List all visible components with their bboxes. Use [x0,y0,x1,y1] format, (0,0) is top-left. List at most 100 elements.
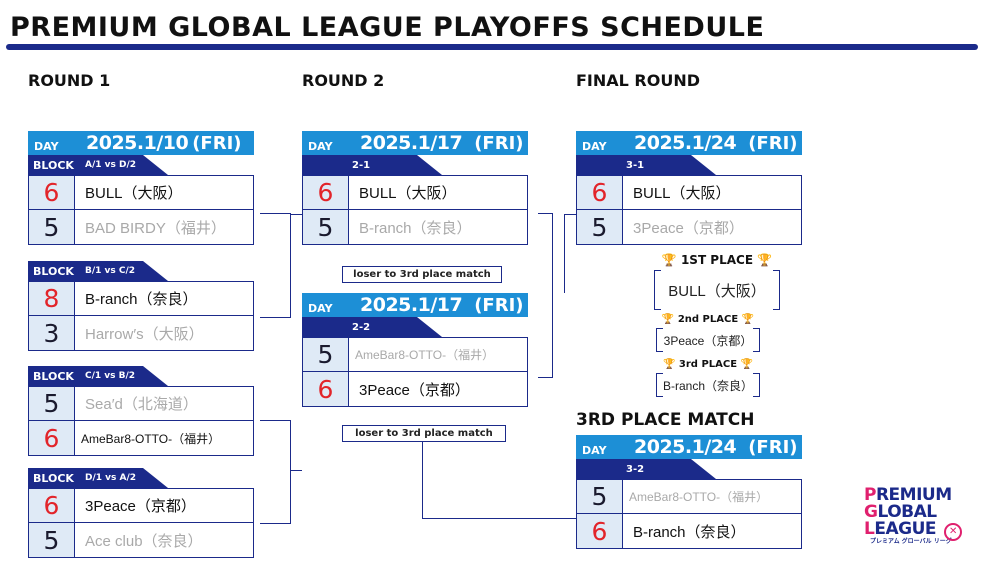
bracket-line [290,420,291,524]
block-label: BLOCK [33,158,74,172]
day-label: DAY [582,443,607,457]
team-score: 8 [29,282,75,315]
first-place-title: 🏆 1ST PLACE 🏆 [661,253,773,267]
team-name: AmeBar8-OTTO-（福井） [81,431,221,446]
match-number: 2-1 [352,159,371,171]
block-matchup: D/1 vs A/2 [85,473,137,483]
block-label: BLOCK [33,369,74,383]
match-weekday: (FRI) [748,132,798,154]
dartboard-icon: ✕ [944,523,962,541]
match-tab: 2-2 [302,317,442,337]
match-date: 2025.1/17 [360,132,463,154]
block-label: BLOCK [33,471,74,485]
team-score: 6 [29,176,75,209]
bracket-line [538,377,552,378]
team-name: BAD BIRDY（福井） [85,219,226,237]
team-score: 6 [303,176,349,209]
loser-to-third-note: loser to 3rd place match [342,425,506,442]
bracket-line [552,213,553,378]
team-score: 5 [29,210,75,244]
block-matchup: C/1 vs B/2 [85,371,136,381]
match-tab: 2-1 [302,155,442,175]
team-name: 3Peace（京都） [633,219,744,237]
match-weekday: (FRI) [748,436,798,458]
team-row: 6 B-ranch（奈良） [576,514,802,549]
team-name: BULL（大阪） [633,185,731,202]
bracket-line [422,442,423,518]
match-date: 2025.1/17 [360,294,463,316]
team-row: 6 AmeBar8-OTTO-（福井） [28,421,254,456]
team-name: AmeBar8-OTTO-（福井） [355,348,495,362]
league-logo: PREMIUM GLOBAL LEAGUE プレミアム グローバル リーグ ✕ [864,487,962,546]
match-weekday: (FRI) [474,294,524,316]
bracket-line [260,523,290,524]
team-name: B-ranch（奈良） [633,523,746,541]
bracket-line [290,214,302,215]
team-name: BULL（大阪） [85,185,183,202]
day-label: DAY [308,301,333,315]
second-place-block: 🏆 2nd PLACE 🏆 3Peace（京都） [652,314,764,352]
team-name: B-ranch（奈良） [359,219,472,237]
team-score: 6 [577,514,623,548]
match-weekday: (FRI) [192,132,242,154]
block-tab: BLOCK A/1 vs D/2 [28,155,168,175]
team-row: 5 BAD BIRDY（福井） [28,210,254,245]
team-score: 5 [29,387,75,420]
team-name: Harrow′s（大阪） [85,325,204,343]
team-score: 3 [29,316,75,350]
bracket-line [260,213,290,214]
team-score: 5 [29,523,75,557]
day-label: DAY [34,139,59,153]
match-tab: 3-2 [576,459,716,479]
team-score: 6 [29,421,75,455]
match-weekday: (FRI) [474,132,524,154]
third-place-block: 🏆 3rd PLACE 🏆 B-ranch（奈良） [652,359,764,397]
team-name: 3Peace（京都） [85,498,196,515]
match-number: 3-1 [626,159,645,171]
team-row: 3 Harrow′s（大阪） [28,316,254,351]
team-row: 5 Sea′d（北海道） [28,386,254,421]
bracket-line [538,213,552,214]
trophy-icon: 🏆 [661,314,675,325]
loser-to-third-note: loser to 3rd place match [342,266,502,283]
third-place-match-label: 3RD PLACE MATCH [576,410,755,430]
team-name: 3Peace（京都） [359,381,470,399]
day-bar: DAY 2025.1/24 (FRI) [576,131,802,155]
team-row: 8 B-ranch（奈良） [28,281,254,316]
third-place-title: 🏆 3rd PLACE 🏆 [662,359,753,370]
bracket-line [290,213,291,318]
round1-match-3: BLOCK C/1 vs B/2 5 Sea′d（北海道） 6 AmeBar8-OTT… [28,366,254,456]
bracket-line [564,214,576,215]
match-number: 2-2 [352,321,371,333]
match-date: 2025.1/24 [634,132,737,154]
first-place-block: 🏆 1ST PLACE 🏆 BULL（大阪） [652,253,782,310]
final-round-label: FINAL ROUND [576,71,701,90]
block-tab: BLOCK C/1 vs B/2 [28,366,168,386]
team-row: 6 BULL（大阪） [28,175,254,210]
second-place-team: 3Peace（京都） [656,328,760,352]
team-score: 6 [29,489,75,522]
match-date: 2025.1/24 [634,436,737,458]
trophy-icon: 🏆 [741,314,755,325]
trophy-icon: 🏆 [740,359,753,370]
team-name: Sea′d（北海道） [85,396,198,413]
round-2-label: ROUND 2 [302,71,385,90]
match-tab: 3-1 [576,155,716,175]
day-label: DAY [308,139,333,153]
team-name: B-ranch（奈良） [85,291,198,308]
block-matchup: A/1 vs D/2 [85,160,137,170]
trophy-icon: 🏆 [662,359,676,370]
bracket-line [422,518,576,519]
day-label: DAY [582,139,607,153]
